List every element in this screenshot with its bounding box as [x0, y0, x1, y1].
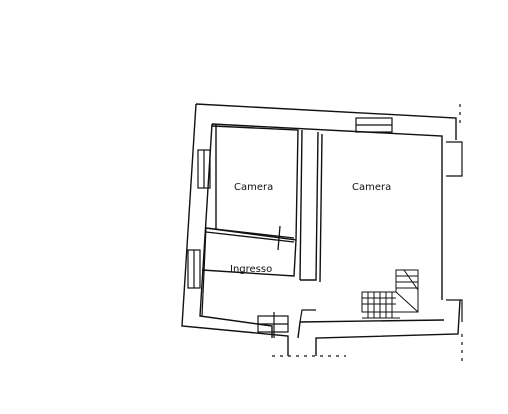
right-dashed-boundary	[272, 104, 463, 364]
left-wall-inner	[201, 227, 207, 317]
room-label-camera-right: Camera	[352, 182, 391, 193]
entrance-door	[257, 312, 289, 338]
ingresso-right-wall	[201, 129, 303, 281]
window-left-lower	[187, 249, 201, 289]
room-label-ingresso: Ingresso	[230, 264, 272, 275]
central-wall	[300, 131, 323, 283]
staircase	[361, 269, 419, 319]
right-wall-strip	[446, 141, 463, 322]
room-label-camera-left: Camera	[234, 182, 273, 193]
room-camera-left	[205, 124, 299, 241]
window-top	[355, 117, 393, 133]
window-left-upper	[197, 149, 211, 189]
bottom-wall-segment	[299, 309, 316, 323]
partition-ingresso	[205, 225, 295, 251]
